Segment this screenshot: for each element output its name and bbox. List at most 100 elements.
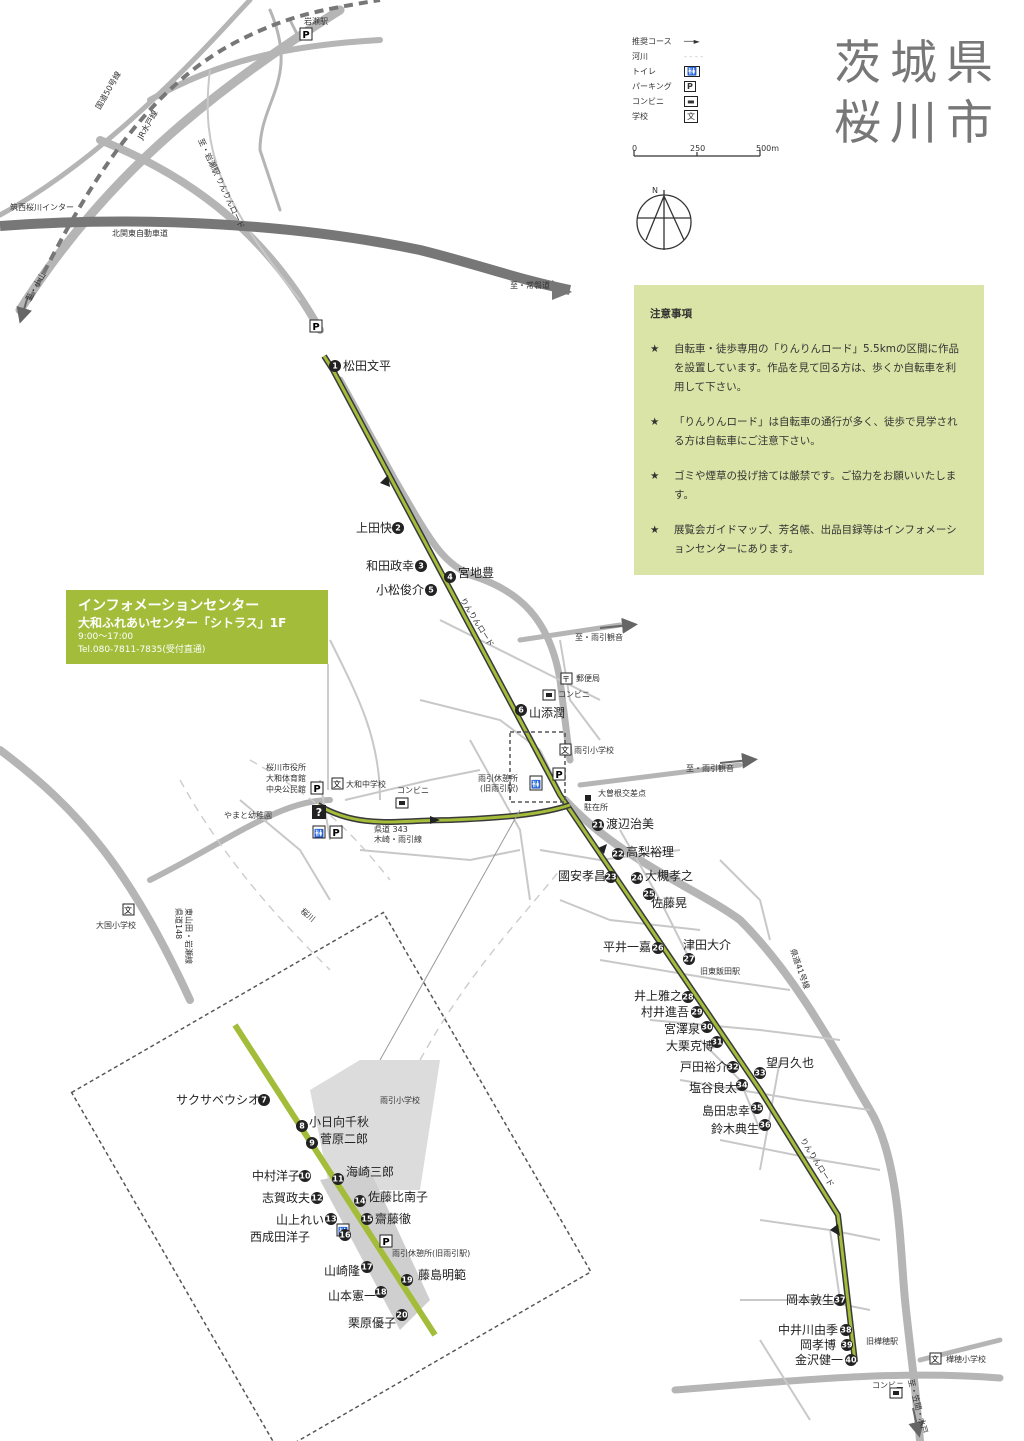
svg-text:〒: 〒 — [562, 675, 570, 684]
artist-name: 和田政幸 — [366, 559, 414, 573]
school-icon: 文 — [684, 110, 698, 123]
artist-name: 國安孝昌 — [558, 868, 606, 883]
convenience-icon — [889, 1387, 903, 1399]
svg-text:33: 33 — [754, 1069, 765, 1078]
artist-name: 金沢健一 — [795, 1352, 843, 1367]
map-label: 国道50号線 — [93, 69, 123, 111]
svg-text:P: P — [332, 828, 339, 839]
parking-icon: P — [552, 767, 566, 781]
artist-name: 山添潤 — [529, 706, 565, 720]
svg-text:23: 23 — [605, 873, 616, 882]
svg-text:P: P — [312, 322, 319, 333]
svg-text:🚻: 🚻 — [314, 828, 324, 838]
svg-text:21: 21 — [592, 821, 604, 830]
artist-name: 栗原優子 — [348, 1316, 396, 1330]
parking-icon: P — [299, 27, 313, 41]
star-icon: ★ — [650, 343, 660, 355]
map-label: 大和体育館 — [266, 773, 306, 783]
artist-name: 津田大介 — [683, 938, 731, 952]
map-label: 至・岩瀬駅 りんりんロード — [196, 137, 247, 231]
svg-text:28: 28 — [682, 993, 694, 1002]
artist-name: 鈴木典生 — [711, 1121, 759, 1136]
map-label: 至・雨引観音 — [575, 632, 623, 642]
school-icon: 文 — [122, 903, 135, 916]
map-label: 大和中学校 — [346, 779, 386, 789]
artist-name: 井上雅之 — [634, 988, 682, 1003]
svg-text:文: 文 — [124, 905, 132, 915]
artist-name: 西成田洋子 — [250, 1229, 310, 1244]
svg-text:11: 11 — [332, 1175, 344, 1184]
svg-text:22: 22 — [612, 850, 623, 859]
svg-text:31: 31 — [711, 1038, 723, 1047]
info-point-icon: ? — [312, 805, 326, 819]
artist-name: 岡本敦生 — [786, 1292, 834, 1307]
artist-name: 宮地豊 — [458, 565, 494, 580]
railway-line — [28, 0, 381, 301]
school-icon: 文 — [559, 743, 572, 756]
kasama-arrow — [908, 1407, 925, 1438]
map-label: 旧樺穂駅 — [866, 1336, 898, 1346]
info-center-title: インフォメーションセンター — [78, 598, 260, 614]
artist-name: 平井一嘉 — [603, 940, 651, 954]
legend-row: 推奨コース──► — [632, 37, 700, 46]
artist-name: 渡辺治美 — [606, 816, 654, 831]
convenience-icon — [395, 797, 409, 809]
legend-row: 学校文 — [632, 109, 782, 124]
title-prefecture: 茨城県 — [834, 36, 1002, 91]
svg-text:0: 0 — [632, 144, 637, 153]
parking-icon: P — [309, 319, 323, 333]
river-dash-icon: - - - - — [684, 52, 704, 61]
artist-name: 海崎三郎 — [346, 1164, 394, 1179]
course-arrows — [380, 475, 840, 1236]
map-label: コンビニ — [397, 786, 429, 795]
artist-name: 佐藤比南子 — [368, 1189, 428, 1204]
artist-name: 佐藤晃 — [651, 896, 687, 910]
inset-school-area — [310, 1060, 440, 1190]
notice-item: ★自転車・徒歩専用の「りんりんロード」5.5kmの区間に作品を設置しています。作… — [650, 340, 966, 397]
svg-text:文: 文 — [333, 779, 341, 789]
notice-box: 注意事項 ★自転車・徒歩専用の「りんりんロード」5.5kmの区間に作品を設置して… — [634, 285, 984, 575]
notice-item: ★展覧会ガイドマップ、芳名帳、出品目録等はインフォメーションセンターにあります。 — [650, 521, 966, 559]
map-label: 雨引休憩所(旧雨引駅) — [392, 1248, 470, 1258]
artist-name: 大栗克博 — [666, 1038, 714, 1053]
artist-name: 戸田裕介 — [680, 1059, 728, 1074]
star-icon: ★ — [650, 416, 660, 428]
svg-text:20: 20 — [396, 1311, 408, 1320]
legend-row: トイレ🚻 — [632, 64, 782, 79]
notice-item: ★ゴミや煙草の投げ捨ては厳禁です。ご協力をお願いいたします。 — [650, 467, 966, 505]
map-label: 郵便局 — [576, 673, 600, 683]
artist-name: 松田文平 — [343, 358, 391, 373]
map-label: 県道148 — [174, 908, 184, 939]
parking-icon: P — [329, 825, 343, 839]
svg-text:文: 文 — [561, 745, 569, 755]
map-label: 東山田・岩瀬線 — [184, 908, 194, 964]
map-label: 雨引小学校 — [574, 745, 614, 755]
map-label: (旧雨引駅) — [480, 784, 518, 793]
svg-text:500m: 500m — [756, 144, 779, 153]
map-label: 旧東飯田駅 — [700, 966, 740, 976]
expressway-arrow — [552, 280, 572, 300]
svg-text:39: 39 — [841, 1341, 853, 1350]
svg-text:N: N — [652, 186, 658, 195]
map-label: 雨引休憩所 — [478, 773, 518, 783]
artist-name: 小松俊介 — [376, 582, 424, 597]
info-center-tel: Tel.080-7811-7835(受付直通) — [78, 645, 206, 655]
svg-text:29: 29 — [691, 1008, 703, 1017]
artist-name: 島田忠幸 — [702, 1103, 750, 1118]
info-center-venue: 大和ふれあいセンター「シトラス」1F — [78, 616, 287, 630]
